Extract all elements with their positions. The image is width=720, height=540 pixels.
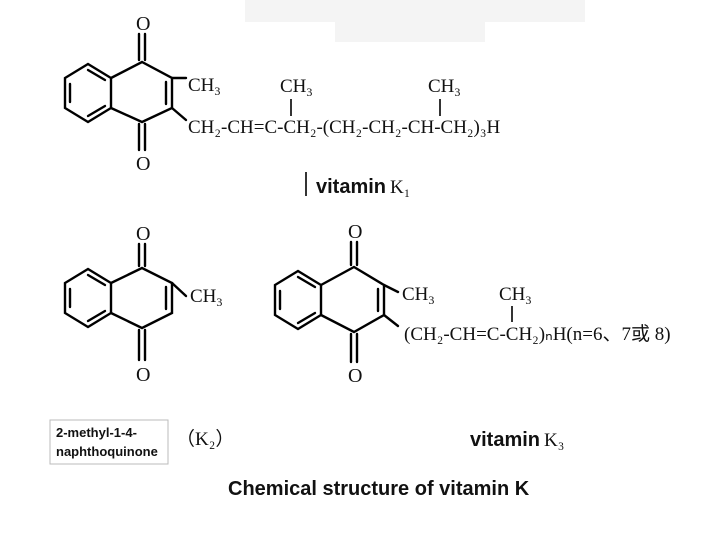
k2-name-line2: naphthoquinone <box>56 444 158 459</box>
k3-chain-methyl: CH3 <box>499 284 531 307</box>
k2-oxygen-top: O <box>136 223 150 245</box>
scan-smudge <box>245 0 585 22</box>
k1-side-chain: CH₂-CH=C-CH₂-(CH₂-CH₂-CH-CH₂)₃H <box>188 117 501 138</box>
k3-benzene-ring <box>273 269 323 331</box>
k2-oxygen-bottom: O <box>136 364 150 386</box>
k2-name-box <box>49 419 169 465</box>
k2-paren-label: （K₂） <box>176 428 234 450</box>
k1-chain-methyl-1: CH3 <box>280 76 312 99</box>
vitamin-k1-structure: O O CH3 CH3 CH3 CH₂-CH=C-CH₂-(CH₂-CH₂-CH… <box>63 13 501 175</box>
figure-caption: Chemical structure of vitamin K <box>228 478 530 500</box>
k3-methyl-label: CH3 <box>402 284 434 307</box>
scan-smudge <box>335 22 485 42</box>
vitamin-k3-structure: O O CH3 CH3 (CH₂-CH=C-CH₂)ₙH(n=6、7或 8) <box>273 221 671 387</box>
k3-side-chain: (CH₂-CH=C-CH₂)ₙH(n=6、7或 8) <box>404 323 671 345</box>
vitamin-k2-structure: O O CH3 <box>63 223 222 386</box>
k2-methyl-label: CH3 <box>190 286 222 309</box>
k1-oxygen-top: O <box>136 13 150 35</box>
k1-oxygen-bottom: O <box>136 153 150 175</box>
k1-chain-methyl-2: CH3 <box>428 76 460 99</box>
k3-oxygen-top: O <box>348 221 362 243</box>
k2-name-line1: 2-methyl-1-4- <box>56 425 137 440</box>
k1-benzene-ring <box>63 62 113 124</box>
k3-oxygen-bottom: O <box>348 365 362 387</box>
k2-benzene-ring <box>63 267 113 329</box>
k1-methyl-label: CH3 <box>188 75 220 98</box>
